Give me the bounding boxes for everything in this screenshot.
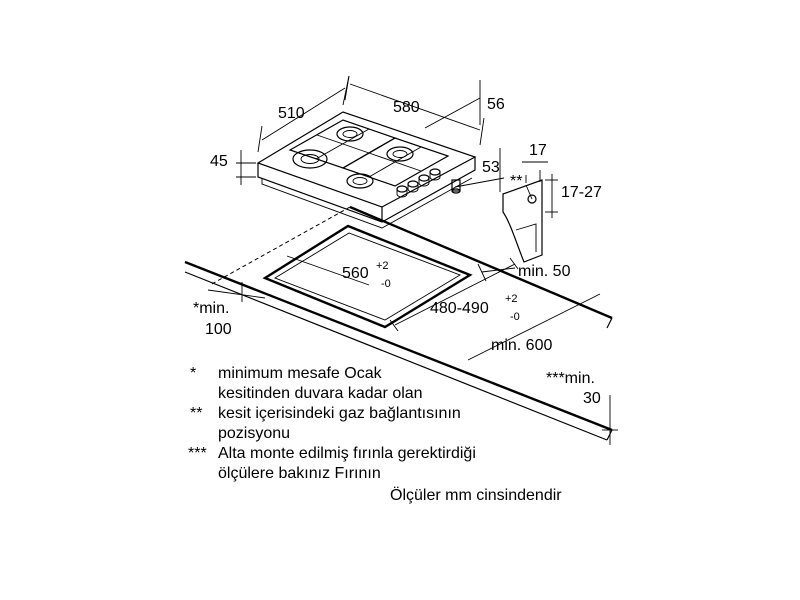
notes-legend: * minimum mesafe Ocak kesitinden duvara … [188, 365, 562, 504]
dimension-lines [236, 75, 505, 192]
dim-53: 53 [482, 159, 500, 176]
dim-480-490-base: 480-490 [430, 300, 489, 317]
note-3-mark: *** [188, 445, 207, 462]
note-1-line-1: minimum mesafe Ocak [218, 365, 383, 382]
cutout-outline [262, 224, 473, 329]
dim-min-30-label: ***min. [546, 370, 595, 387]
dim-min-600: min. 600 [491, 337, 552, 354]
note-1-mark: * [190, 365, 196, 382]
burner-front-right [346, 173, 374, 189]
dim-480-490: 480-490 +2 -0 [430, 293, 520, 323]
note-1-line-2: kesitinden duvara kadar olan [218, 385, 423, 402]
dim-min-100-value: 100 [205, 321, 232, 338]
note-3-line-1: Alta monte edilmiş fırınla gerektirdiği [218, 445, 476, 462]
dim-560-base: 560 [342, 265, 369, 282]
dim-560: 560 +2 -0 [342, 260, 391, 290]
dim-510: 510 [278, 105, 305, 122]
burner-back-left [336, 126, 364, 142]
bracket-marker: ** [510, 173, 522, 190]
dim-17: 17 [529, 142, 547, 159]
side-bracket [502, 161, 558, 263]
control-knobs [396, 168, 441, 198]
dim-480-490-tol-minus: -0 [510, 311, 520, 323]
countertop [184, 205, 613, 441]
note-2-mark: ** [190, 405, 202, 422]
dim-min-30-value: 30 [583, 390, 601, 407]
note-2-line-2: pozisyonu [218, 425, 290, 442]
dim-560-tol-minus: -0 [381, 278, 391, 290]
burner-back-right [386, 146, 414, 162]
units-note: Ölçüler mm cinsindendir [390, 486, 562, 504]
burner-front-left [292, 149, 328, 169]
note-2-line-1: kesit içerisindeki gaz bağlantısının [218, 405, 461, 422]
countertop-dimension-lines [207, 255, 618, 445]
dim-min-50: min. 50 [518, 263, 571, 280]
dim-480-490-tol-plus: +2 [505, 293, 518, 305]
dim-56: 56 [487, 96, 505, 113]
dim-580: 580 [393, 99, 420, 116]
gas-connector [451, 179, 461, 194]
dim-min-100-label: *min. [193, 300, 229, 317]
dim-45: 45 [210, 153, 228, 170]
note-3-line-2: ölçülere bakınız Fırının [218, 465, 381, 482]
gas-hob [256, 111, 477, 229]
dim-560-tol-plus: +2 [376, 260, 389, 272]
dim-17-27: 17-27 [561, 184, 602, 201]
